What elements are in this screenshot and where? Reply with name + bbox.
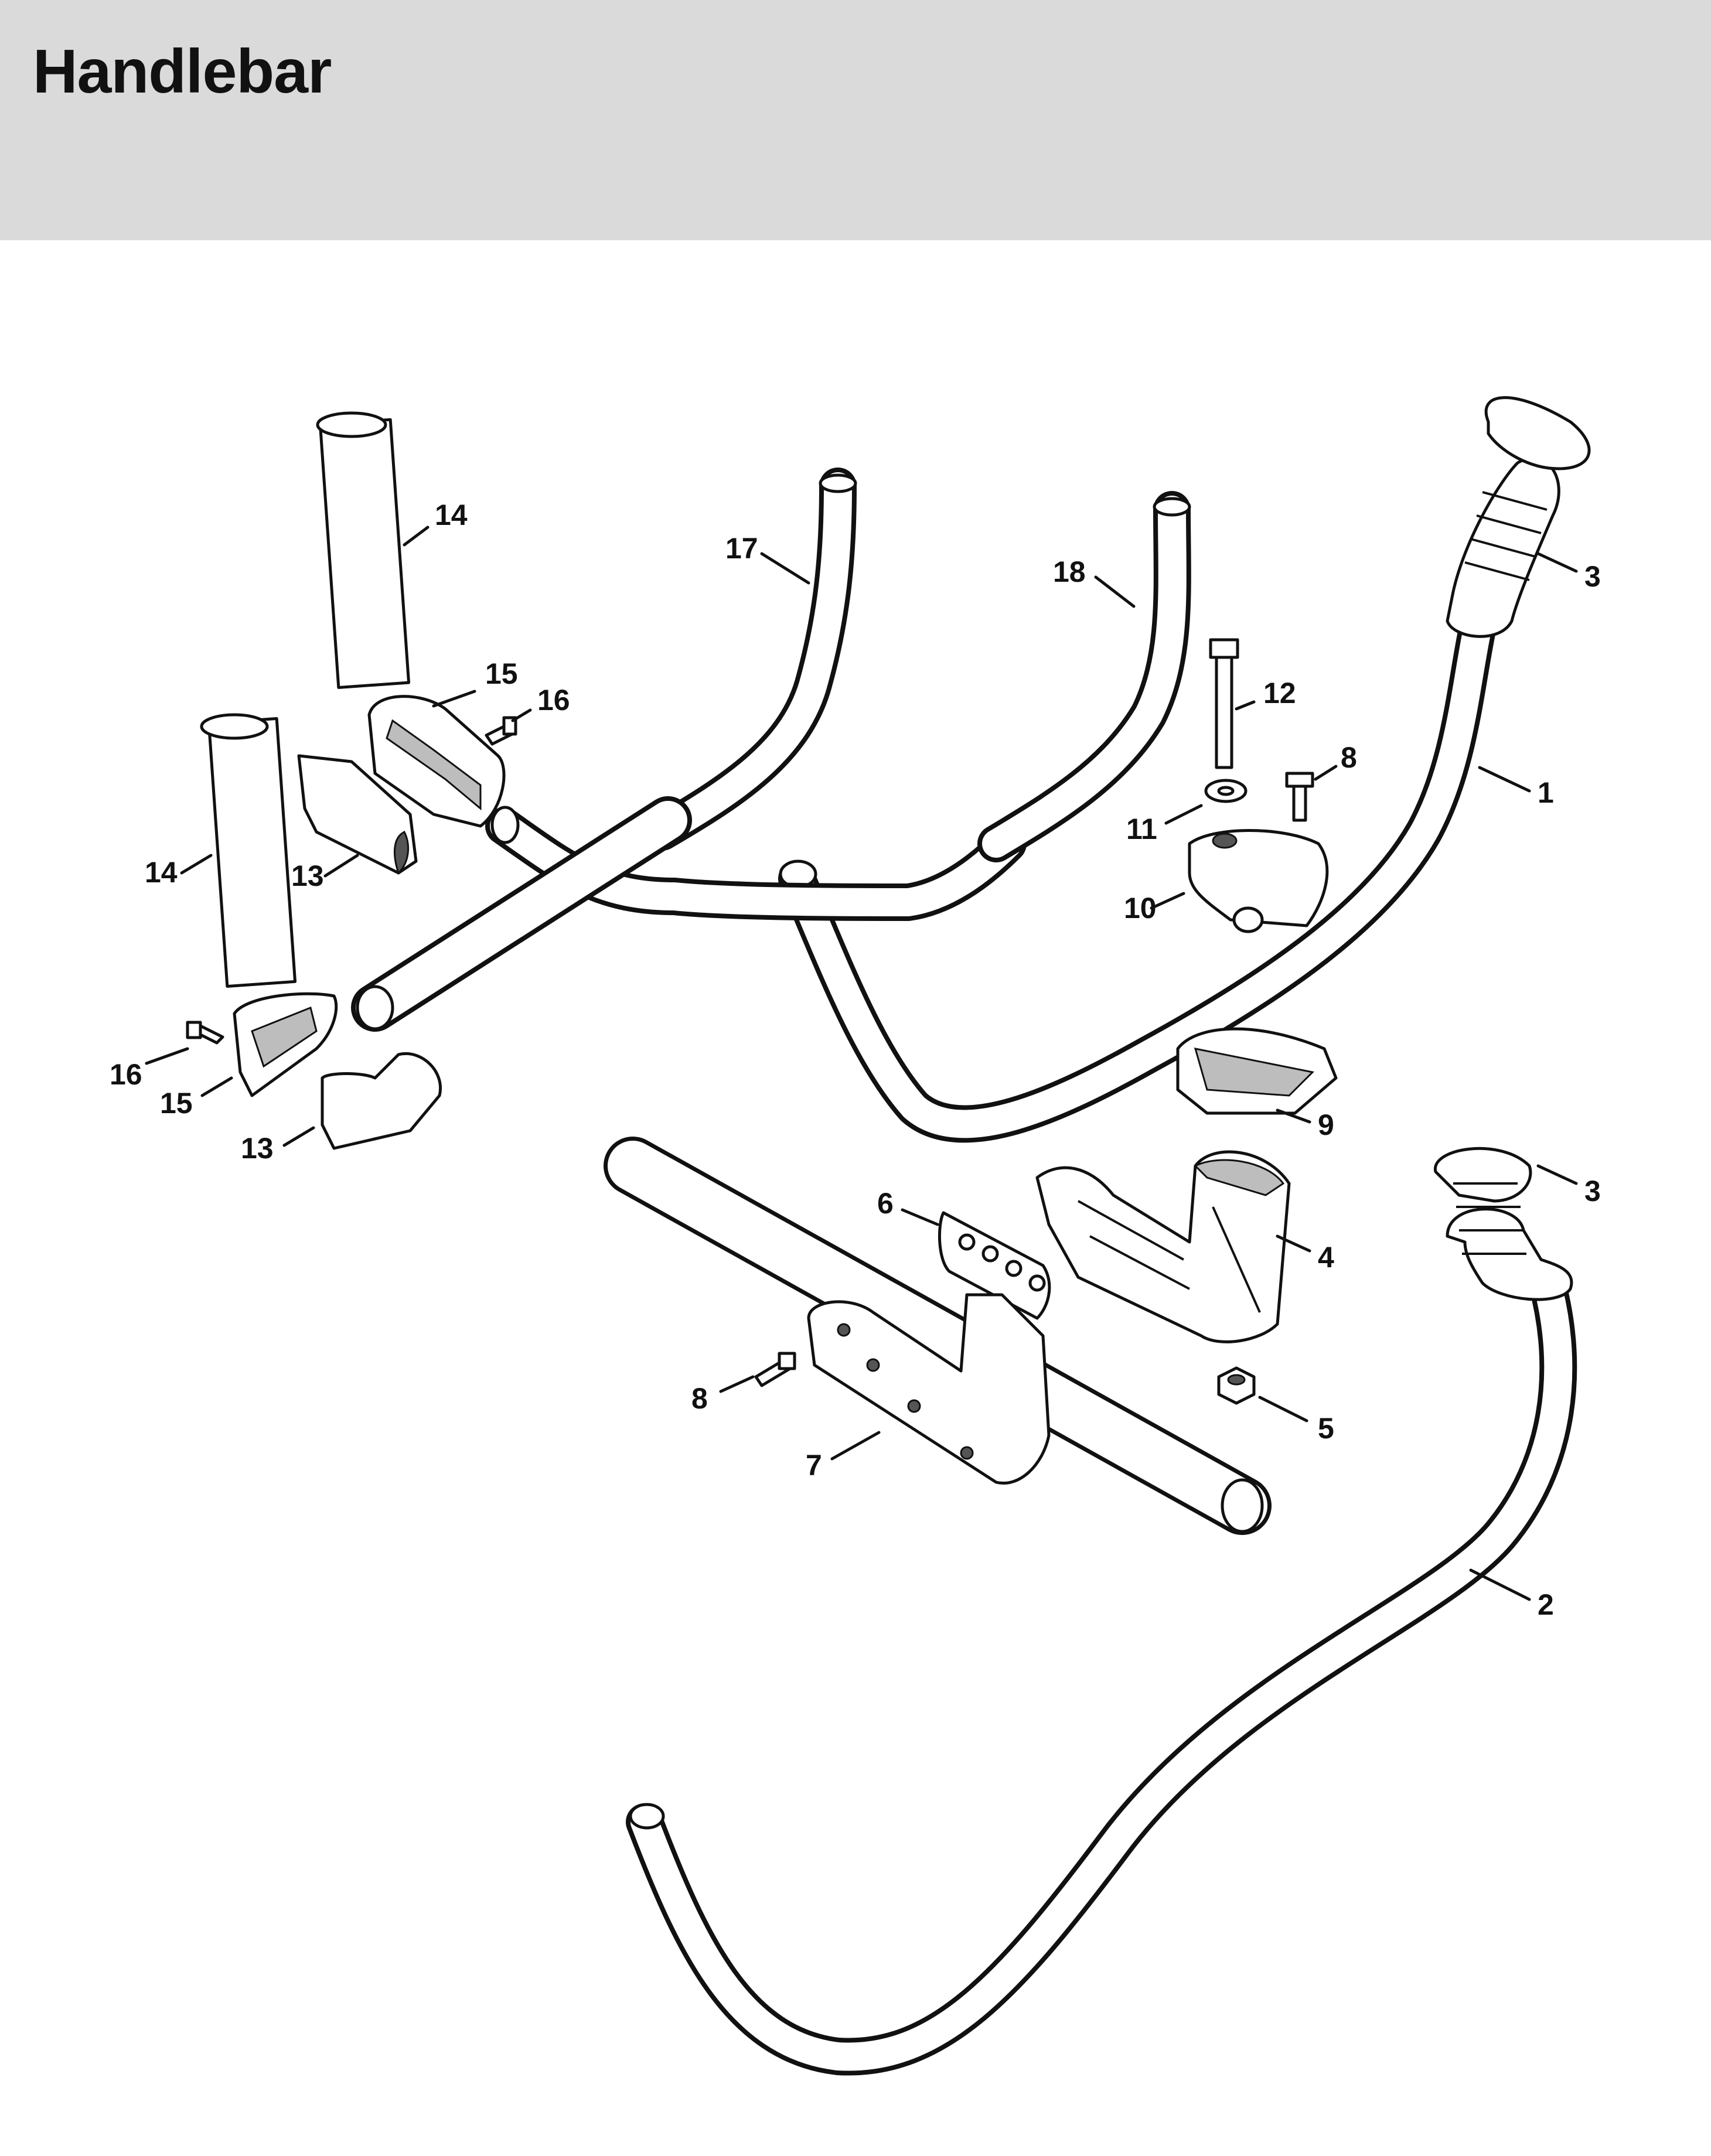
screw-8-lower <box>754 1352 796 1387</box>
part-label: 15 <box>160 1087 193 1120</box>
handlebar-tube-upper <box>778 614 1495 1143</box>
part-label: 18 <box>1053 555 1086 588</box>
part-label: 3 <box>1584 560 1601 593</box>
part-label: 12 <box>1263 677 1296 709</box>
housing-7 <box>807 1293 1051 1485</box>
clamp-15-lower <box>233 992 338 1097</box>
handlebar-tube-lower <box>626 1264 1577 2076</box>
bolt-12 <box>1209 638 1239 769</box>
clamp-9 <box>1176 1027 1338 1115</box>
part-label: 4 <box>1318 1241 1334 1274</box>
left-cross-tube <box>351 796 692 1032</box>
screw-16-upper <box>485 716 517 746</box>
housing-4 <box>1035 1150 1291 1343</box>
clamp-13-upper <box>297 754 418 875</box>
part-label: 15 <box>485 657 518 690</box>
part-label: 2 <box>1538 1588 1554 1621</box>
screw-8-upper <box>1285 772 1314 822</box>
grip-upper <box>1446 396 1591 638</box>
frame-tube-18 <box>977 491 1191 862</box>
header-bar: Handlebar <box>0 0 1711 240</box>
clamp-10 <box>1188 829 1329 933</box>
lower-straight-tube <box>604 1137 1272 1535</box>
clamp-13-lower <box>321 1052 442 1150</box>
part-label: 8 <box>1341 741 1357 774</box>
part-label: 14 <box>435 499 468 531</box>
part-label: 16 <box>110 1058 142 1091</box>
vertical-tube-14-top <box>316 411 411 689</box>
frame-tube-17 <box>643 468 857 851</box>
part-labels: 14 17 18 3 15 16 12 8 1 14 13 11 10 16 1… <box>110 499 1601 1621</box>
part-label: 13 <box>291 859 324 892</box>
part-label: 10 <box>1124 892 1157 925</box>
part-label: 1 <box>1538 776 1554 809</box>
part-label: 3 <box>1584 1175 1601 1207</box>
part-label: 5 <box>1318 1412 1334 1445</box>
part-label: 6 <box>877 1187 894 1220</box>
clamp-15-upper <box>367 695 506 828</box>
part-label: 7 <box>806 1449 822 1482</box>
part-label: 14 <box>145 856 178 889</box>
page-title: Handlebar <box>33 37 332 106</box>
part-label: 16 <box>537 684 570 717</box>
part-label: 13 <box>241 1132 274 1165</box>
washer-11 <box>1204 779 1248 803</box>
part-label: 11 <box>1126 813 1157 845</box>
vertical-tube-14-bottom <box>200 713 297 988</box>
nut-5 <box>1217 1366 1256 1405</box>
part-label: 8 <box>691 1382 708 1415</box>
leader-lines <box>145 526 1578 1601</box>
screw-16-lower <box>186 1021 224 1045</box>
part-label: 17 <box>725 532 758 565</box>
plate-6 <box>938 1211 1051 1320</box>
grip-lower <box>1434 1147 1573 1301</box>
part-label: 9 <box>1318 1108 1334 1141</box>
